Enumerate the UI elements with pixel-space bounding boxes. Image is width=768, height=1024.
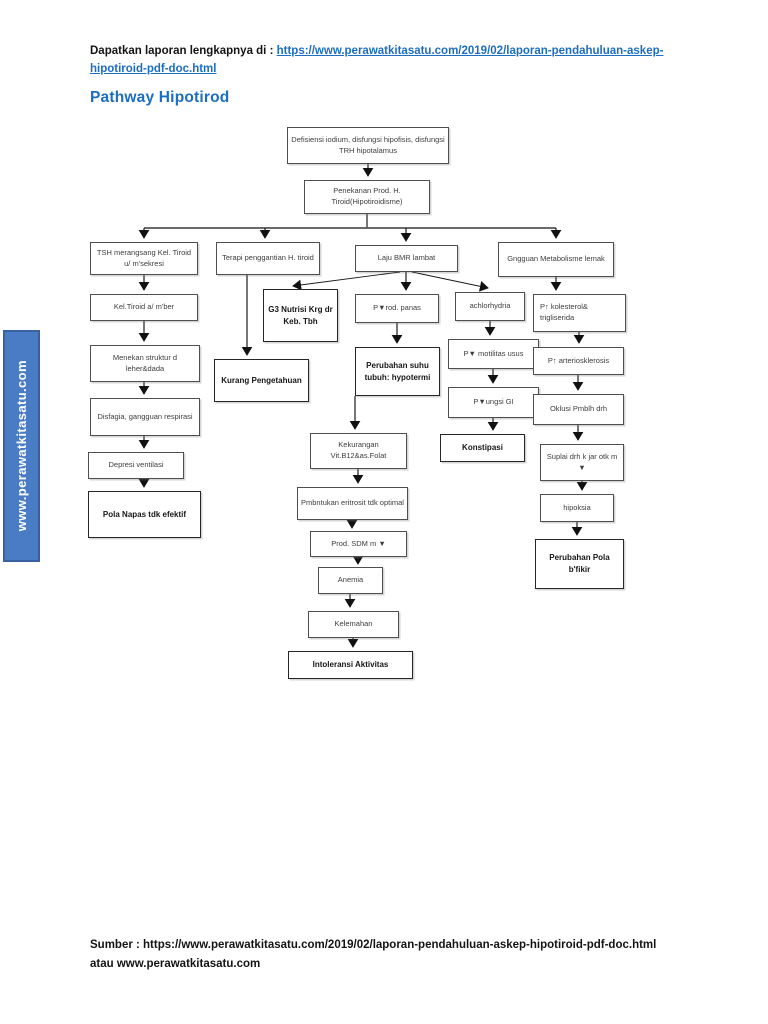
flow-node-suplai-darah: Suplai drh k jar otk m ▼ bbox=[540, 444, 624, 481]
flow-node-kel-tiroid: Kel.Tiroid a/ m'ber bbox=[90, 294, 198, 321]
flow-node-g3-nutrisi: G3 Nutrisi Krg dr Keb. Tbh bbox=[263, 289, 338, 342]
flow-node-arteriosklerosis: P↑ arteriosklerosis bbox=[533, 347, 624, 375]
flow-node-disfagia: Disfagia, gangguan respirasi bbox=[90, 398, 200, 436]
flow-node-kurang-pengetahuan: Kurang Pengetahuan bbox=[214, 359, 309, 402]
flow-node-kolesterol: P↑ kolesterol& trigliserida bbox=[533, 294, 626, 332]
flow-node-motilitas-usus: P▼ motilitas usus bbox=[448, 339, 539, 369]
flow-node-tsh: TSH merangsang Kel. Tiroid u/ m'sekresi bbox=[90, 242, 198, 275]
flow-node-prod-panas: P▼rod. panas bbox=[355, 294, 439, 323]
flow-node-pembentukan-eritrosit: Pmbntukan eritrosit tdk optimal bbox=[297, 487, 408, 520]
flow-node-gangguan-metabolisme: Gngguan Metabolisme lemak bbox=[498, 242, 614, 277]
footer-source: Sumber : https://www.perawatkitasatu.com… bbox=[90, 939, 657, 970]
sidebar-watermark-text: www.perawatkitasatu.com bbox=[14, 360, 29, 532]
flow-node-anemia: Anemia bbox=[318, 567, 383, 594]
flow-node-perubahan-pola-pikir: Perubahan Pola b'fikir bbox=[535, 539, 624, 589]
report-link[interactable]: https://www.perawatkitasatu.com/2019/02/… bbox=[90, 45, 664, 76]
flow-node-depresi-ventilasi: Depresi ventilasi bbox=[88, 452, 184, 479]
header-note: Dapatkan laporan lengkapnya di : https:/… bbox=[90, 42, 684, 79]
flow-node-penekanan: Penekanan Prod. H. Tiroid(Hipotiroidisme… bbox=[304, 180, 430, 214]
flow-node-oklusi: Oklusi Pmblh drh bbox=[533, 394, 624, 425]
sidebar-watermark: www.perawatkitasatu.com bbox=[3, 330, 40, 562]
flow-node-laju-bmr: Laju BMR lambat bbox=[355, 245, 458, 272]
flow-node-prod-sdm: Prod. SDM m ▼ bbox=[310, 531, 407, 557]
flow-node-perubahan-suhu: Perubahan suhu tubuh: hypotermi bbox=[355, 347, 440, 396]
flow-node-hipoksia: hipoksia bbox=[540, 494, 614, 522]
flow-node-pola-napas: Pola Napas tdk efektif bbox=[88, 491, 201, 538]
header-prefix: Dapatkan laporan lengkapnya di : bbox=[90, 45, 277, 57]
flow-node-terapi: Terapi penggantian H. tiroid bbox=[216, 242, 320, 275]
flow-node-kekurangan-vit: Kekurangan Vit.B12&as.Folat bbox=[310, 433, 407, 469]
flow-node-menekan-struktur: Menekan struktur d leher&dada bbox=[90, 345, 200, 382]
flow-node-kelemahan: Kelemahan bbox=[308, 611, 399, 638]
flow-node-konstipasi: Konstipasi bbox=[440, 434, 525, 462]
flow-node-fungsi-gi: P▼ungsi GI bbox=[448, 387, 539, 418]
flow-node-intoleransi-aktivitas: Intoleransi Aktivitas bbox=[288, 651, 413, 679]
flow-node-achlorhydria: achlorhydria bbox=[455, 292, 525, 321]
flow-node-defisiensi: Defisiensi iodium, disfungsi hipofisis, … bbox=[287, 127, 449, 164]
page-title: Pathway Hipotirod bbox=[90, 89, 230, 106]
